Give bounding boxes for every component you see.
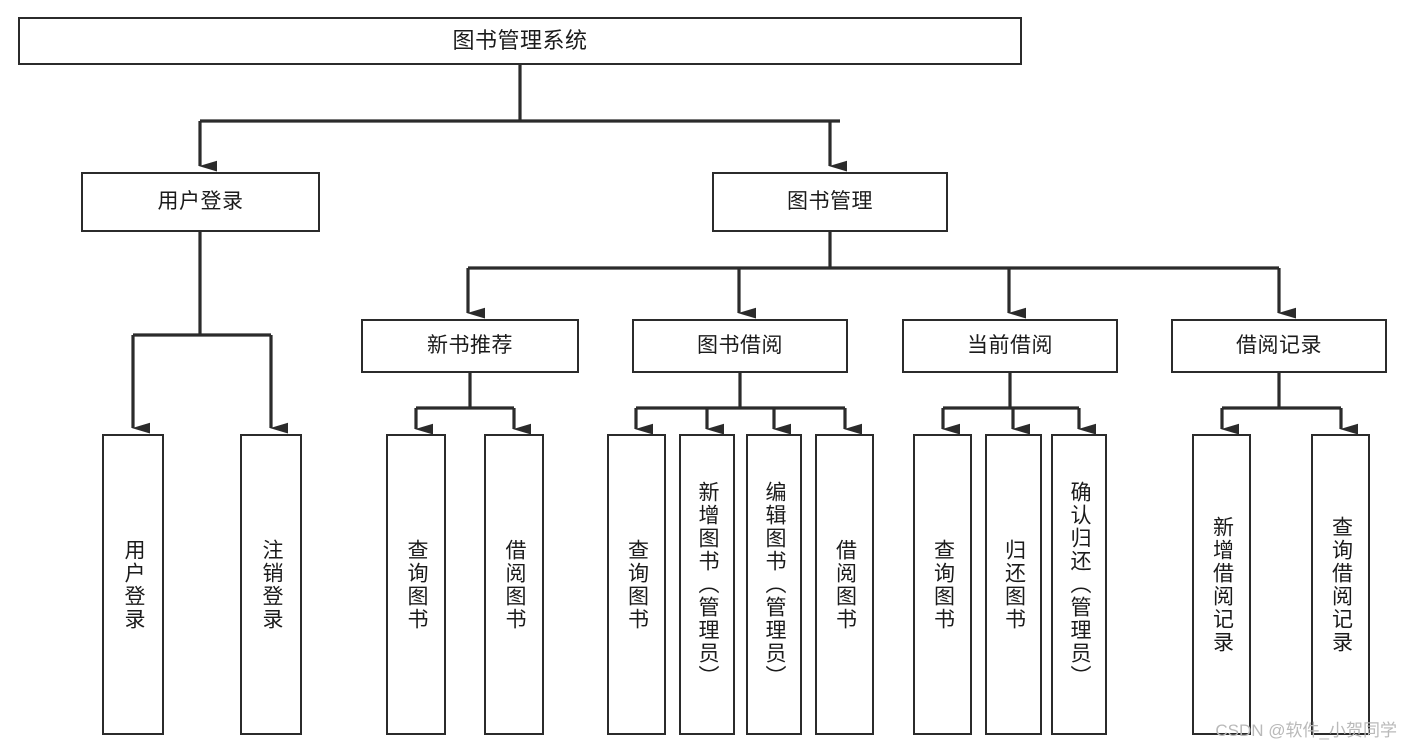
node-leaf-user-login[interactable]: 用户登录 [102, 434, 164, 735]
node-borrow-record[interactable]: 借阅记录 [1171, 319, 1387, 373]
node-leaf-borrow-book-1[interactable]: 借阅图书 [484, 434, 544, 735]
node-leaf-query-book-1[interactable]: 查询图书 [386, 434, 446, 735]
node-leaf-borrow-book-2-label: 借阅图书 [833, 538, 857, 631]
node-leaf-add-record[interactable]: 新增借阅记录 [1192, 434, 1251, 735]
csdn-watermark: CSDN @软件_小贺同学 [1215, 721, 1397, 740]
node-book-manage[interactable]: 图书管理 [712, 172, 948, 232]
node-leaf-borrow-book-2[interactable]: 借阅图书 [815, 434, 874, 735]
node-leaf-add-book-label: 新增图书（管理员） [696, 481, 720, 688]
node-leaf-confirm-return-label: 确认归还（管理员） [1068, 481, 1092, 688]
node-new-book-rec-label: 新书推荐 [427, 334, 513, 358]
node-root[interactable]: 图书管理系统 [18, 17, 1022, 65]
node-leaf-user-login-label: 用户登录 [122, 538, 146, 631]
node-leaf-confirm-return[interactable]: 确认归还（管理员） [1051, 434, 1107, 735]
node-current-borrow[interactable]: 当前借阅 [902, 319, 1118, 373]
node-book-borrow[interactable]: 图书借阅 [632, 319, 848, 373]
node-leaf-add-book[interactable]: 新增图书（管理员） [679, 434, 735, 735]
node-leaf-query-book-3-label: 查询图书 [931, 538, 955, 631]
node-new-book-rec[interactable]: 新书推荐 [361, 319, 579, 373]
node-leaf-query-book-2[interactable]: 查询图书 [607, 434, 666, 735]
node-user-login[interactable]: 用户登录 [81, 172, 320, 232]
node-user-login-label: 用户登录 [157, 190, 244, 214]
node-leaf-logout-label: 注销登录 [260, 538, 284, 631]
node-leaf-return-book[interactable]: 归还图书 [985, 434, 1042, 735]
node-borrow-record-label: 借阅记录 [1236, 334, 1322, 358]
node-leaf-query-record[interactable]: 查询借阅记录 [1311, 434, 1370, 735]
node-leaf-query-book-3[interactable]: 查询图书 [913, 434, 972, 735]
node-leaf-add-record-label: 新增借阅记录 [1210, 515, 1234, 654]
node-leaf-query-book-1-label: 查询图书 [405, 538, 429, 631]
node-leaf-edit-book-label: 编辑图书（管理员） [763, 481, 787, 688]
node-leaf-edit-book[interactable]: 编辑图书（管理员） [746, 434, 802, 735]
node-book-manage-label: 图书管理 [787, 190, 873, 214]
node-root-label: 图书管理系统 [452, 27, 588, 53]
node-leaf-logout[interactable]: 注销登录 [240, 434, 302, 735]
node-leaf-return-book-label: 归还图书 [1002, 538, 1026, 631]
node-leaf-query-book-2-label: 查询图书 [625, 538, 649, 631]
node-leaf-borrow-book-1-label: 借阅图书 [503, 538, 527, 631]
node-leaf-query-record-label: 查询借阅记录 [1329, 515, 1353, 654]
node-current-borrow-label: 当前借阅 [967, 334, 1053, 358]
node-book-borrow-label: 图书借阅 [697, 334, 783, 358]
